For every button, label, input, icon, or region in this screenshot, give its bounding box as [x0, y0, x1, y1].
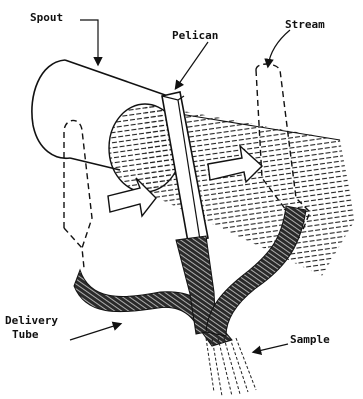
sample-leader — [254, 344, 288, 352]
spout-leader — [80, 20, 98, 64]
delivery-tube-leader — [70, 324, 120, 340]
stream-label: Stream — [285, 18, 325, 31]
spout-label: Spout — [30, 11, 63, 24]
sample-stream — [206, 338, 256, 396]
stream-leader — [268, 30, 290, 66]
delivery-tube-label-line2: Tube — [12, 328, 39, 341]
pelican-leader — [176, 42, 208, 88]
pelican-label: Pelican — [172, 29, 218, 42]
pelican-dashed-outline-left — [64, 120, 92, 268]
sample-label: Sample — [290, 333, 330, 346]
delivery-tube-label-line1: Delivery — [5, 314, 58, 327]
